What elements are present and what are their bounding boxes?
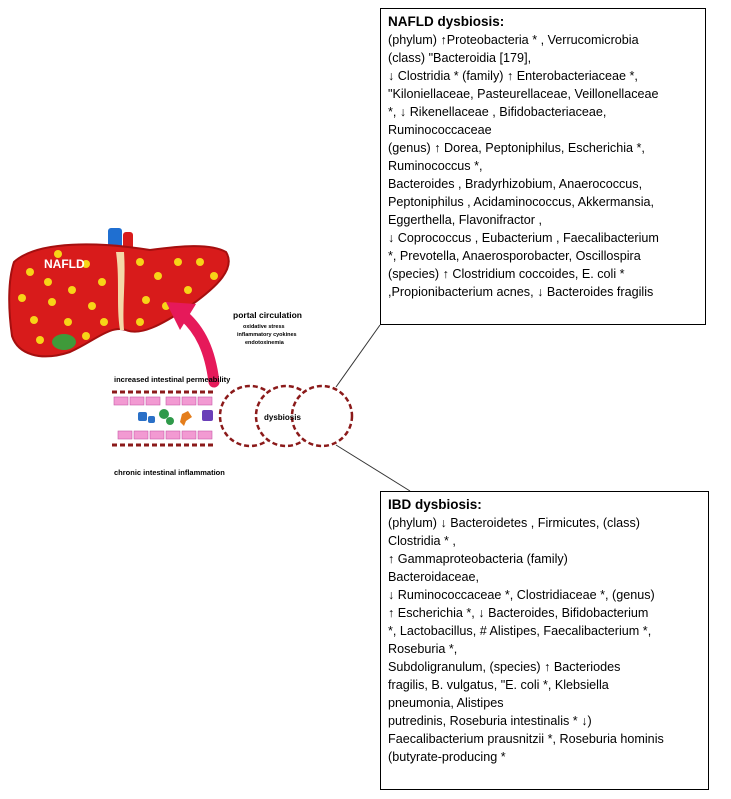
ibd-box-line: fragilis, B. vulgatus, "E. coli *, Klebs…	[388, 678, 609, 692]
dysbiosis-circles	[218, 384, 354, 448]
ibd-box-line: (phylum) ↓ Bacteroidetes , Firmicutes, (…	[388, 516, 640, 530]
nafld-box-line: (phylum) ↑Proteobacteria * , Verrucomicr…	[388, 33, 639, 47]
nafld-box-line: (class) "Bacteroidia [179],	[388, 51, 532, 65]
ibd-connector-line	[335, 444, 411, 492]
nafld-box-line: (genus) ↑ Dorea, Peptoniphilus, Escheric…	[388, 141, 645, 155]
dysbiosis-label: dysbiosis	[264, 413, 301, 422]
nafld-box-title: NAFLD dysbiosis:	[388, 14, 505, 29]
ibd-box-line: Subdoligranulum, (species) ↑ Bacteriodes	[388, 660, 621, 674]
nafld-box-line: Peptoniphilus , Acidaminococcus, Akkerma…	[388, 195, 655, 209]
ibd-box-line: Bacteroidaceae,	[388, 570, 480, 584]
intestinal-wall	[112, 390, 242, 447]
permeability-label: increased intestinal permeability	[114, 375, 231, 384]
ibd-dysbiosis-box: IBD dysbiosis: (phylum) ↓ Bacteroidetes …	[380, 491, 709, 790]
ibd-box-line: ↓ Ruminococcaceae *, Clostridiaceae *, (…	[388, 588, 655, 602]
nafld-connector-line	[335, 324, 381, 388]
ibd-box-line: ↑ Gammaproteobacteria (family)	[388, 552, 568, 566]
ibd-box-line: Clostridia * ,	[388, 534, 456, 548]
portal-line-oxidative-stress: oxidative stress	[243, 324, 285, 330]
upper-epithelium-cells	[113, 396, 213, 406]
liver-label: NAFLD	[44, 257, 85, 271]
inflammation-label: chronic intestinal inflammation	[114, 468, 225, 477]
ibd-box-line: *, Lactobacillus, # Alistipes, Faecaliba…	[388, 624, 652, 638]
ibd-box-line: pneumonia, Alistipes	[388, 696, 504, 710]
nafld-box-line: ↓ Clostridia * (family) ↑ Enterobacteria…	[388, 69, 638, 83]
portal-line-inflammatory-cytokines: inflammatory cyokines	[237, 332, 297, 338]
portal-circulation-title: portal circulation	[233, 310, 302, 320]
portal-line-endotoxinemia: endotoxinemia	[245, 340, 285, 346]
nafld-box-line: Ruminococcaceae	[388, 123, 492, 137]
ibd-box-line: Roseburia *,	[388, 642, 458, 656]
lower-epithelium-cells	[117, 430, 213, 440]
ibd-box-title: IBD dysbiosis:	[388, 497, 482, 512]
nafld-box-line: "Kiloniellaceae, Pasteurellaceae, Veillo…	[388, 87, 659, 101]
nafld-box-line: ,Propionibacterium acnes, ↓ Bacteroides …	[388, 285, 654, 299]
nafld-box-line: (species) ↑ Clostridium coccoides, E. co…	[388, 267, 625, 281]
ibd-box-line: Faecalibacterium prausnitzii *, Roseburi…	[388, 732, 664, 746]
nafld-box-line: *, Prevotella, Anaerosporobacter, Oscill…	[388, 249, 641, 263]
bile-duct	[116, 252, 125, 330]
portal-arrow	[166, 302, 220, 388]
ibd-box-line: (butyrate-producing *	[388, 750, 506, 764]
nafld-box-line: *, ↓ Rikenellaceae , Bifidobacteriaceae,	[388, 105, 607, 119]
gallbladder	[52, 334, 76, 350]
nafld-box-line: Eggerthella, Flavonifractor ,	[388, 213, 542, 227]
ibd-box-line: putredinis, Roseburia intestinalis * ↓)	[388, 714, 592, 728]
nafld-box-line: Bacteroides , Bradyrhizobium, Anaerococc…	[388, 177, 643, 191]
nafld-box-line: ↓ Coprococcus , Eubacterium , Faecalibac…	[388, 231, 659, 245]
nafld-box-line: Ruminococcus *,	[388, 159, 483, 173]
fat-spots	[18, 250, 218, 344]
nafld-dysbiosis-box: NAFLD dysbiosis: (phylum) ↑Proteobacteri…	[380, 8, 706, 325]
ibd-box-line: ↑ Escherichia *, ↓ Bacteroides, Bifidoba…	[388, 606, 649, 620]
liver-illustration: NAFLD	[8, 228, 230, 358]
